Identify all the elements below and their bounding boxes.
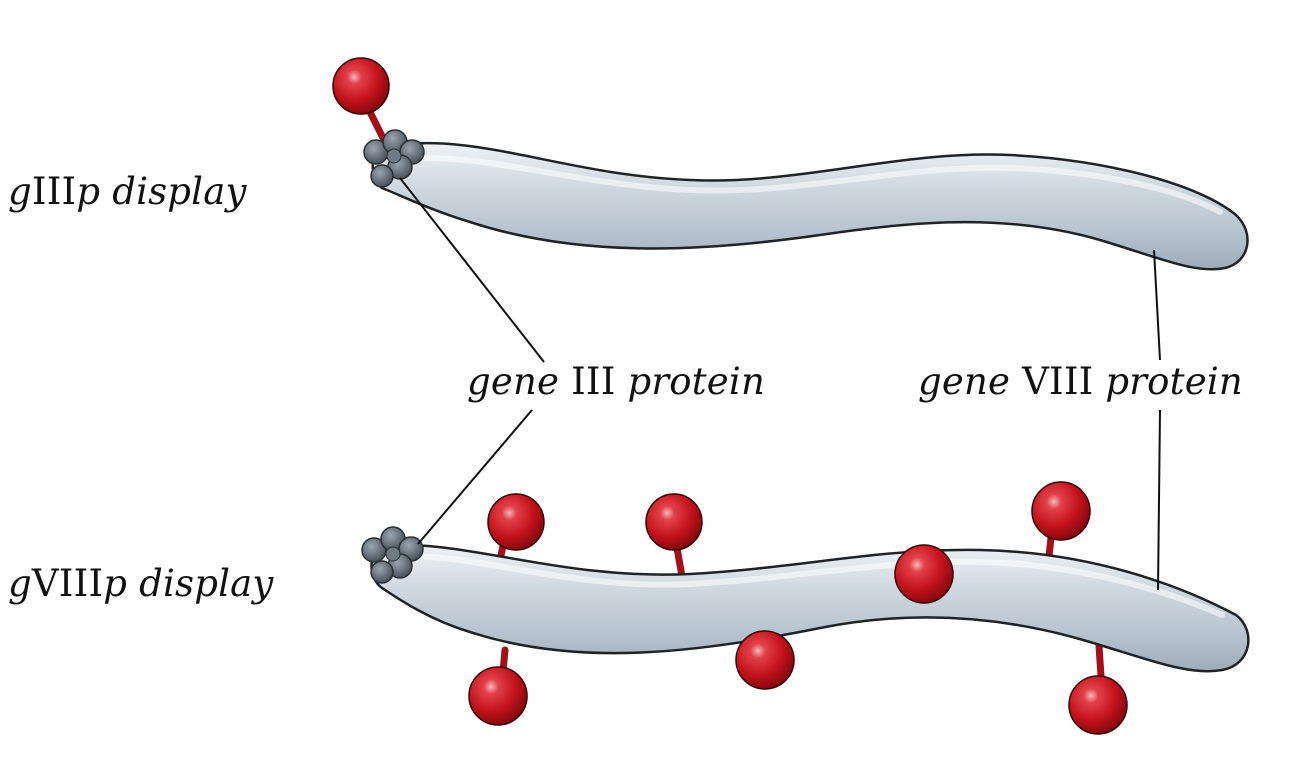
- giiip-display-label: gIIIp display: [8, 170, 247, 213]
- protein-ball: [487, 493, 545, 551]
- protein-ball: [1068, 675, 1128, 735]
- gviiip-display-label: gVIIIp display: [8, 562, 274, 605]
- gviiip-phage: [361, 481, 1250, 735]
- leader-gene-viii-top: [1153, 249, 1161, 361]
- giiip-roman: III: [31, 170, 77, 213]
- gene-iii-prefix: gene: [467, 360, 572, 403]
- gene-iii-protein-label: gene III protein: [467, 360, 765, 403]
- phage-body-bottom: [370, 543, 1250, 673]
- gene-iii-cluster-top: [363, 129, 425, 188]
- giiip-protein-ball: [332, 57, 390, 115]
- gviiip-prefix: g: [8, 562, 32, 605]
- giiip-suffix: p display: [76, 170, 247, 213]
- leader-gene-viii-bottom: [1157, 409, 1161, 591]
- gene-viii-protein-label: gene VIII protein: [918, 360, 1243, 403]
- protein-ball: [735, 630, 795, 690]
- gene-iii-cluster-bottom: [361, 526, 424, 584]
- protein-ball: [894, 544, 954, 604]
- gene-iii-roman: III: [571, 360, 616, 403]
- protein-ball: [1031, 481, 1091, 541]
- gviiip-suffix: p display: [103, 562, 274, 605]
- phage-body-top: [371, 141, 1249, 271]
- phage-body-bottom-highlight: [397, 552, 1225, 618]
- gene-iii-suffix: protein: [615, 360, 765, 403]
- protein-ball: [468, 666, 528, 726]
- gene-viii-prefix: gene: [918, 360, 1023, 403]
- leader-gene-iii-bottom: [417, 409, 533, 545]
- gene-viii-suffix: protein: [1093, 360, 1243, 403]
- protein-ball: [645, 493, 703, 551]
- phage-body-top-highlight: [397, 155, 1223, 215]
- giiip-prefix: g: [8, 170, 32, 213]
- leader-gene-iii-top: [399, 177, 545, 363]
- gviiip-protein-balls: [468, 481, 1128, 735]
- gviiip-roman: VIII: [31, 562, 104, 605]
- leader-lines: [399, 177, 1161, 591]
- giiip-phage: [332, 57, 1249, 271]
- gene-viii-roman: VIII: [1022, 360, 1094, 403]
